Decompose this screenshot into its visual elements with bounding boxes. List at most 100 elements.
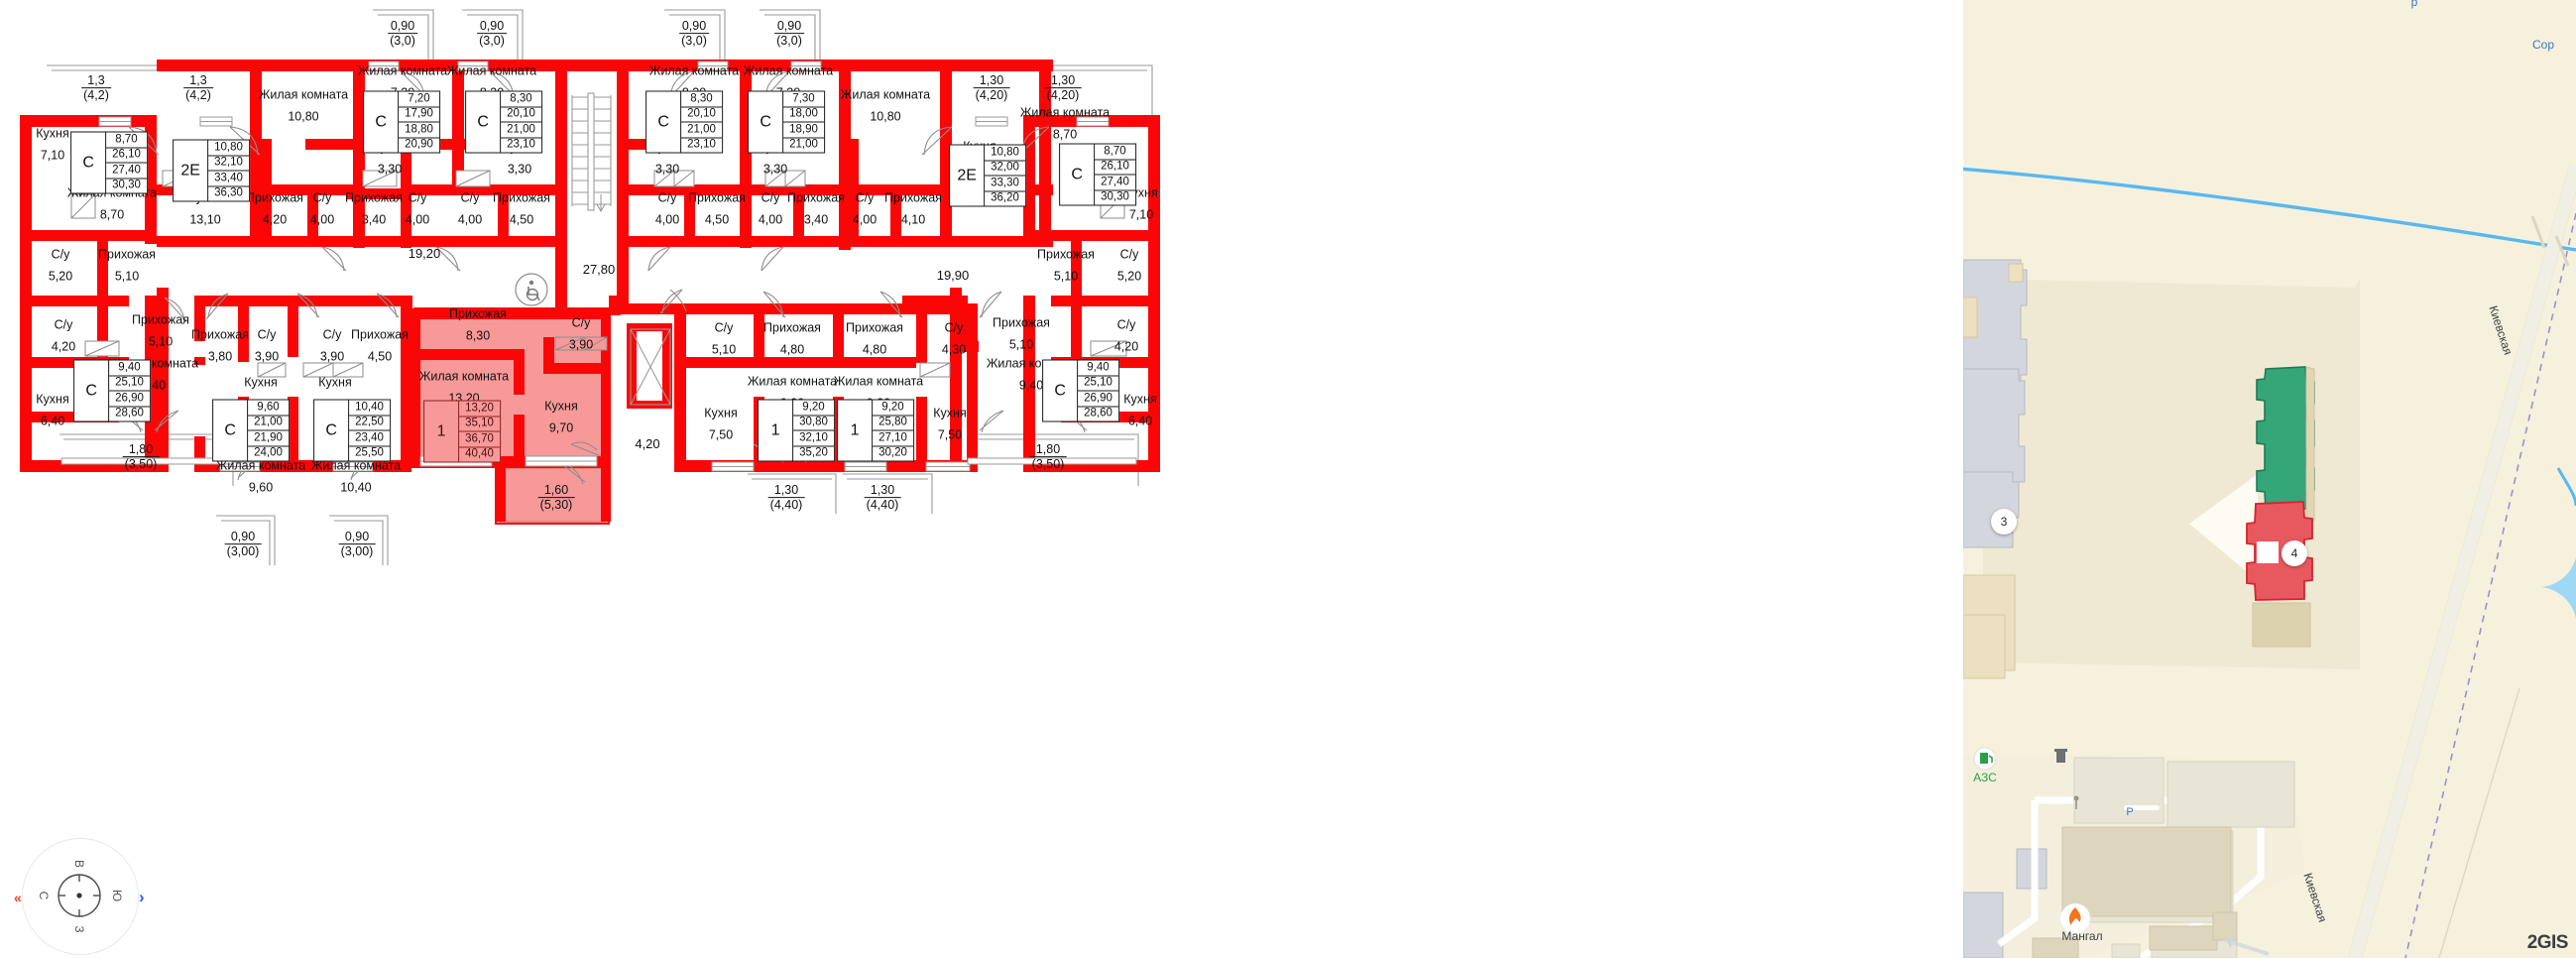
- apartment-area-value: 27,40: [1095, 176, 1135, 190]
- room-area: 4,00: [405, 212, 430, 226]
- dimension-label: 4,20: [635, 435, 660, 451]
- balcony-area-value: 1,3: [183, 73, 213, 89]
- room-name: Жилая комната: [747, 374, 838, 389]
- room-area: 7,10: [40, 148, 65, 162]
- location-map-panel[interactable]: ручей ТоварныйСоррКиевскаяКиевскаяАЗСМан…: [1963, 0, 2576, 958]
- room-name: С/у: [571, 315, 591, 330]
- room-area: 10,80: [288, 109, 319, 123]
- room-name: Прихожая: [345, 190, 403, 205]
- apartment-rooms-count: 1: [759, 400, 794, 461]
- compass-next-arrow[interactable]: ›: [139, 888, 145, 906]
- room-name: С/у: [714, 320, 734, 335]
- room-area: 13,10: [189, 212, 221, 226]
- compass-east-label: В: [72, 859, 86, 869]
- apartment-rooms-count: С: [1043, 360, 1079, 421]
- room-area: 5,20: [48, 269, 73, 283]
- room-name: Прихожая: [132, 312, 189, 327]
- elevator-shaft-icon: [630, 328, 671, 406]
- balcony-area-value: 0,90: [338, 530, 376, 545]
- apartment-rooms-count: 1: [838, 400, 874, 461]
- room-area: 4,20: [262, 212, 288, 226]
- apartment-area-value: 23,40: [349, 431, 390, 446]
- apartment-area-value: 28,60: [1084, 407, 1112, 419]
- apartment-area-value: 26,90: [1078, 392, 1118, 407]
- apartment-area-value: 25,10: [1078, 376, 1118, 392]
- apartment-area-value: 10,40: [349, 401, 390, 416]
- balcony-gross-value: (3,00): [226, 544, 260, 559]
- balcony-area-label: 1,3(4,2): [81, 73, 111, 103]
- apartment-area-value: 9,20: [873, 401, 913, 416]
- balcony-area-value: 1,3: [81, 73, 111, 89]
- apartment-area-value: 32,10: [208, 156, 249, 172]
- room-label: Жилая комната 9,60: [216, 458, 305, 495]
- room-area: 4,20: [51, 339, 76, 353]
- balcony-area-label: 0,90(3,00): [338, 530, 376, 559]
- room-area: 9,60: [248, 480, 274, 494]
- apartment-rooms-count: С: [646, 91, 682, 153]
- apartment-area-value: 21,00: [789, 138, 818, 151]
- balcony-area-label: 1,80(3,50): [122, 442, 160, 472]
- map-canvas: [1963, 0, 2576, 958]
- room-name: Кухня: [36, 392, 69, 407]
- room-name: С/у: [322, 327, 342, 342]
- room-area: 4,30: [941, 342, 967, 356]
- apartment-area-value: 35,10: [459, 417, 500, 432]
- compass-rose[interactable]: В З С Ю › «: [14, 838, 163, 955]
- room-label: Жилая комната 10,80: [259, 87, 348, 124]
- apartment-rooms-count: С: [1060, 144, 1096, 205]
- room-area: 4,50: [367, 349, 393, 363]
- map-text-label: Р: [2126, 806, 2134, 818]
- room-name: Жилая комната: [215, 458, 306, 473]
- room-name: Жилая комната: [446, 63, 537, 78]
- apartment-area-value: 9,40: [1078, 361, 1118, 376]
- room-name: Прихожая: [763, 320, 821, 335]
- apartment-area-value: 35,20: [799, 446, 828, 459]
- room-name: Жилая комната: [258, 87, 349, 102]
- room-area: 4,80: [862, 342, 887, 356]
- balcony-gross-value: (3,0): [681, 34, 707, 49]
- map-entrance-pin[interactable]: 3: [1991, 509, 2017, 535]
- map-entrance-pin[interactable]: 4: [2282, 540, 2307, 566]
- balcony-area-label: 0,90(3,0): [477, 19, 507, 49]
- room-name: Прихожая: [993, 315, 1050, 330]
- room-name: Кухня: [318, 375, 352, 390]
- apartment-area-value: 22,50: [349, 416, 390, 431]
- room-name: Жилая комната: [357, 63, 448, 78]
- room-area: 4,80: [779, 342, 805, 356]
- compass-prev-arrow[interactable]: «: [14, 890, 22, 905]
- apartment-area-value: 21,00: [248, 416, 289, 431]
- room-area: 6,40: [1127, 414, 1153, 427]
- balcony-area-label: 0,90(3,0): [774, 19, 804, 49]
- compass-west-label: З: [72, 925, 86, 933]
- apartment-rooms-count: С: [213, 400, 249, 461]
- room-area: 10,80: [870, 109, 901, 123]
